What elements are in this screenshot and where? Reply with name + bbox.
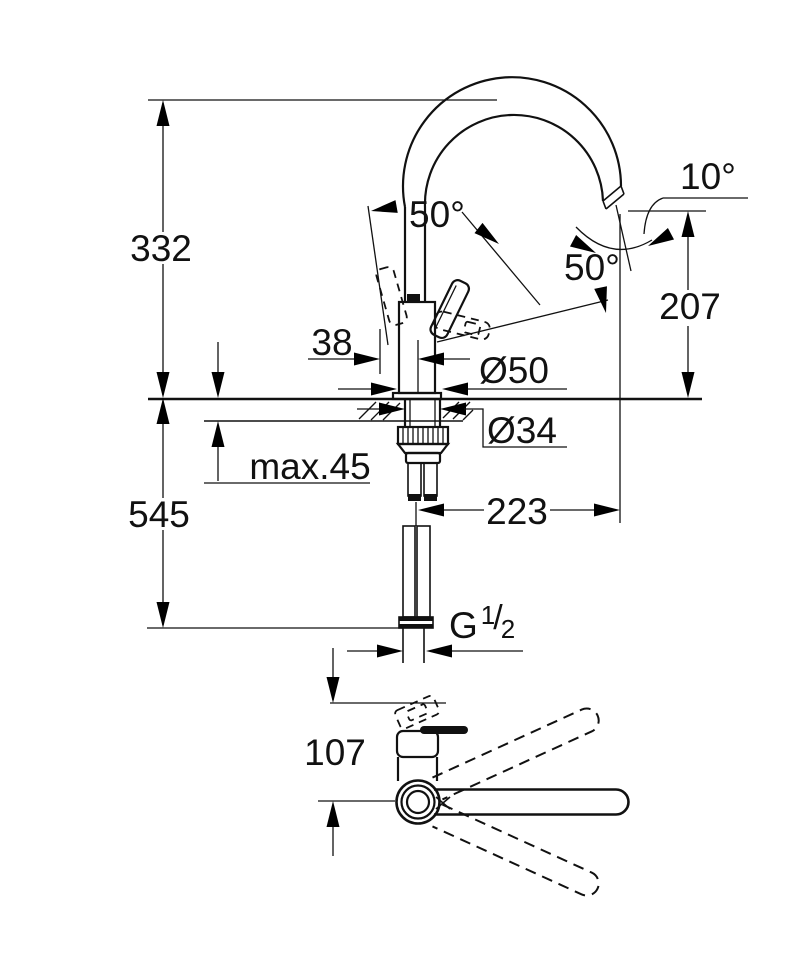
spout-inner-arc (423, 113, 605, 208)
top-view: 107 (304, 648, 630, 897)
plan-handle-dashed (394, 695, 440, 730)
reference-lines (147, 99, 702, 629)
base-diameter-label: Ø50 (479, 350, 549, 391)
body-block (397, 300, 437, 395)
plan-spout-solid (434, 788, 630, 816)
spout-angle-label: 10° (680, 156, 736, 197)
flexible-hose (398, 525, 434, 663)
cartridge-nub (407, 294, 420, 302)
mounting-nut (395, 425, 451, 465)
angle-leader-mid (461, 211, 541, 306)
plan-base-outer-circle (395, 779, 441, 825)
angle-leader-right (436, 299, 609, 343)
dim-max45: max.45 (204, 342, 371, 487)
plan-spout-dashed-up (432, 707, 600, 801)
max-counter-thickness-label: max.45 (249, 446, 370, 487)
dim-545: 545 (128, 398, 190, 628)
base-flange (391, 391, 443, 401)
body-width-label: 38 (311, 322, 352, 363)
plan-spout-dashed-down (432, 803, 600, 897)
spout-angle-arc (575, 226, 653, 251)
plan-base-inner-circle (405, 789, 431, 815)
handle-angle-right-label: 50° (564, 247, 620, 288)
handle-positions (375, 266, 491, 341)
length-below-deck-label: 545 (128, 494, 190, 535)
spout (401, 76, 706, 523)
dim-d34: Ø34 (357, 402, 567, 451)
linear-dimensions: 332 545 max.45 38 (128, 100, 721, 658)
spout-outlet-height-label: 207 (659, 286, 721, 327)
faucet-body-front (391, 207, 451, 663)
dim-223: 223 (418, 491, 620, 532)
angle-dimensions: 50° 50° 10° (367, 156, 748, 346)
plan-body (395, 729, 440, 759)
spout-angle-leader (643, 197, 664, 235)
handle-projection-label: 107 (304, 732, 366, 773)
height-above-deck-label: 332 (130, 228, 192, 269)
hose-end-fitting (398, 616, 434, 629)
dim-107: 107 (304, 648, 366, 856)
supply-hoses (407, 462, 438, 501)
spout-tip-cap (602, 185, 625, 210)
spout-outer-arc (401, 76, 623, 208)
spout-reach-label: 223 (486, 491, 548, 532)
handle-angle-left-label: 50° (409, 194, 465, 235)
dim-332: 332 (130, 100, 192, 398)
dim-38: 38 (308, 322, 470, 374)
outlet-axis-line (615, 204, 632, 272)
nut-collar (404, 451, 442, 465)
mounting-hole-diameter-label: Ø34 (487, 410, 557, 451)
angle-leader-left (367, 205, 389, 346)
dim-207: 207 (659, 211, 721, 398)
dim-d50: Ø50 (338, 350, 567, 396)
handle-dashed-up-left (375, 266, 408, 326)
plan-base-middle-circle (400, 784, 436, 820)
handle-solid (429, 279, 471, 340)
